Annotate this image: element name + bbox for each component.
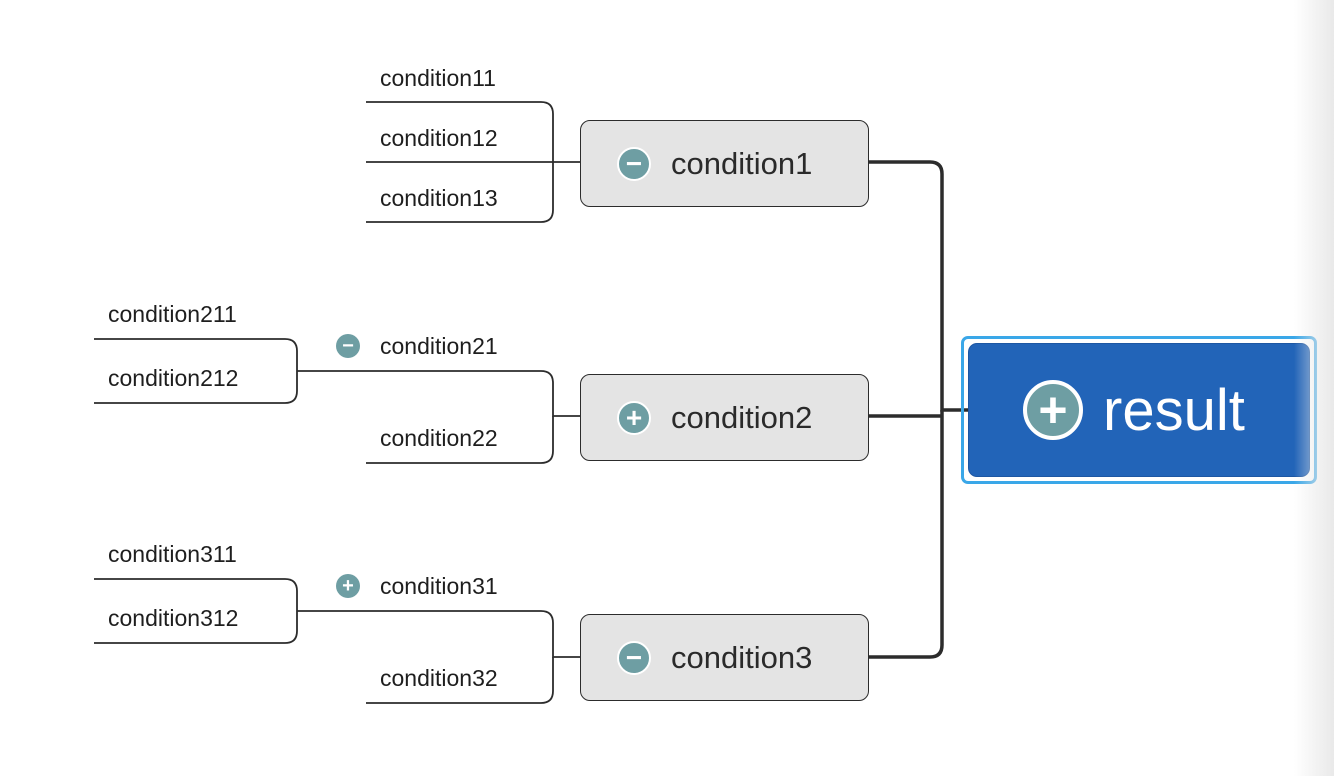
topic-condition2[interactable]: + condition2 — [580, 374, 869, 461]
topic-condition22[interactable]: condition22 — [380, 425, 498, 451]
topic-condition21[interactable]: condition21 — [380, 333, 498, 359]
topic-condition32[interactable]: condition32 — [380, 665, 498, 691]
collapse-condition3-icon[interactable]: − — [617, 640, 651, 675]
root-topic-result[interactable]: + result — [968, 343, 1310, 477]
topic-condition11[interactable]: condition11 — [380, 65, 496, 91]
topic-condition311[interactable]: condition311 — [108, 541, 237, 567]
collapse-condition21-icon[interactable]: − — [336, 334, 360, 358]
root-topic-label: result — [1103, 377, 1245, 443]
expand-condition31-icon[interactable]: + — [336, 574, 360, 598]
topic-condition3-label: condition3 — [671, 639, 813, 675]
collapse-condition1-icon[interactable]: − — [617, 146, 651, 181]
canvas-edge-shadow — [1294, 0, 1334, 776]
topic-condition1[interactable]: − condition1 — [580, 120, 869, 207]
expand-result-icon[interactable]: + — [1023, 380, 1083, 440]
topic-condition13[interactable]: condition13 — [380, 185, 498, 211]
link-condition21 — [297, 370, 581, 417]
root-link-condition1 — [869, 160, 968, 412]
topic-condition212[interactable]: condition212 — [108, 365, 239, 391]
link-condition31 — [297, 610, 581, 658]
topic-condition31[interactable]: condition31 — [380, 573, 498, 599]
topic-condition211[interactable]: condition211 — [108, 301, 237, 327]
topic-condition12[interactable]: condition12 — [380, 125, 498, 151]
topic-condition3[interactable]: − condition3 — [580, 614, 869, 701]
topic-condition1-label: condition1 — [671, 145, 813, 181]
topic-condition2-label: condition2 — [671, 399, 813, 435]
expand-condition2-icon[interactable]: + — [617, 400, 651, 435]
topic-condition312[interactable]: condition312 — [108, 605, 239, 631]
root-link-condition3 — [869, 410, 944, 659]
